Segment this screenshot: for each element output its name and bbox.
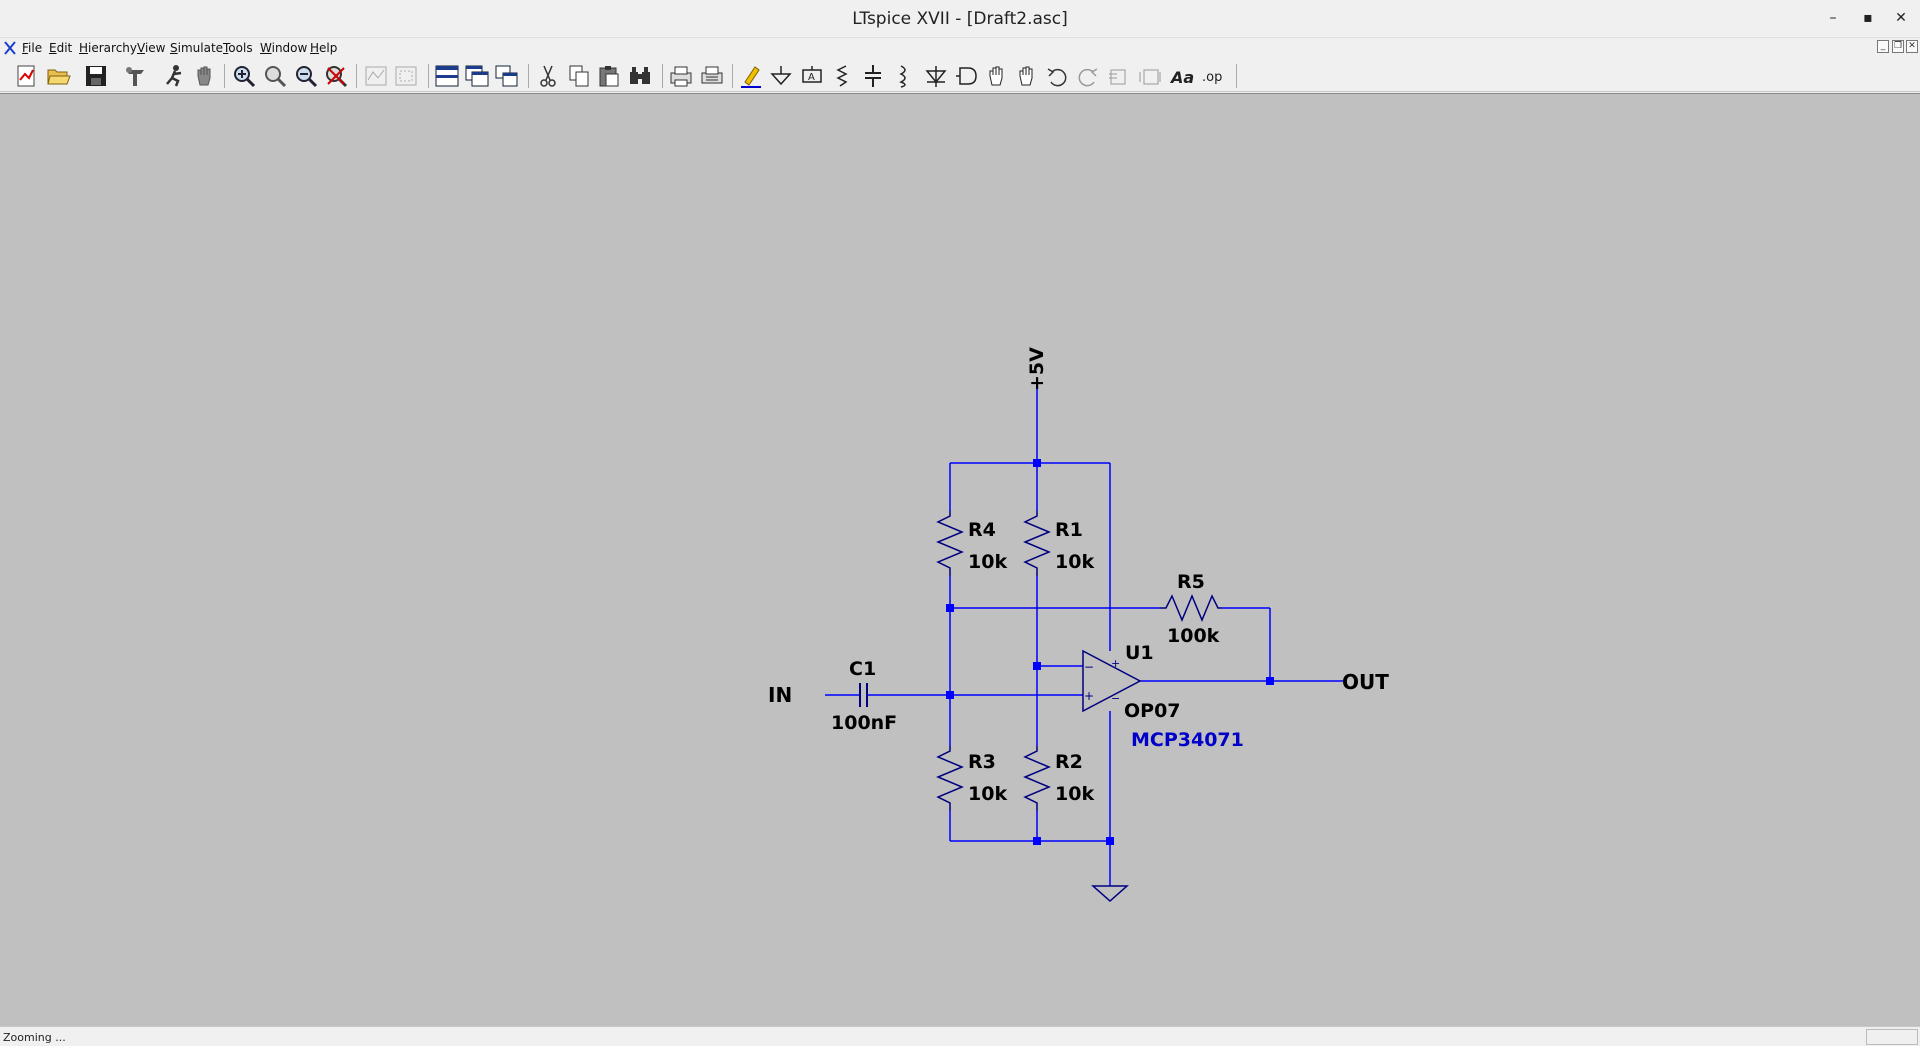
print-icon[interactable] [670, 66, 692, 87]
open-icon[interactable] [47, 69, 71, 85]
zoom-in-icon[interactable] [234, 66, 256, 88]
control-panel-icon[interactable] [126, 67, 144, 86]
menu-bar: File Edit Hierarchy View Simulate Tools … [0, 38, 1920, 58]
cascade-icon[interactable] [495, 65, 518, 87]
r2-value[interactable]: 10k [1055, 783, 1094, 805]
undo-icon[interactable] [1047, 68, 1067, 87]
toolbar: A [0, 58, 1920, 92]
wires [825, 386, 1345, 886]
move-icon[interactable] [989, 66, 1003, 86]
c1-name[interactable]: C1 [849, 658, 876, 680]
resistor-icon[interactable] [836, 65, 848, 87]
ground-icon[interactable] [770, 66, 792, 86]
menu-file[interactable]: File [22, 41, 43, 55]
supply-label[interactable]: +5V [1026, 347, 1048, 391]
menu-view[interactable]: View [137, 41, 166, 55]
r5-value[interactable]: 100k [1167, 625, 1220, 647]
autorange-icon[interactable] [365, 66, 387, 86]
rotate-icon[interactable] [1109, 69, 1126, 85]
tile-horizontal-icon[interactable] [435, 65, 459, 87]
svg-text:A: A [808, 72, 815, 83]
status-panel [1866, 1029, 1918, 1045]
opamp-u1-symbol[interactable] [1082, 649, 1142, 713]
window-title: LTspice XVII - [Draft2.asc] [852, 9, 1068, 29]
ground-symbol[interactable] [1091, 885, 1129, 903]
svg-text:.op: .op [1202, 70, 1222, 85]
menu-help[interactable]: Help [310, 41, 338, 55]
opamp-pin-minus-bottom: − [1111, 692, 1120, 705]
app-logo-icon[interactable] [3, 40, 17, 56]
run-icon[interactable] [166, 65, 182, 87]
menu-hierarchy[interactable]: Hierarchy [79, 41, 138, 55]
paste-icon[interactable] [599, 66, 619, 87]
inductor-icon[interactable] [899, 65, 906, 88]
zoom-fit-icon[interactable] [326, 66, 348, 88]
schematic-canvas[interactable]: − + + − +5V IN OUT R4 10k R1 10k R5 100k… [0, 93, 1920, 1026]
opamp-pin-plus-top: + [1111, 657, 1120, 670]
diode-icon[interactable] [925, 66, 947, 87]
resistor-r5-symbol[interactable] [1160, 594, 1222, 622]
r4-name[interactable]: R4 [968, 519, 996, 541]
r3-name[interactable]: R3 [968, 751, 996, 773]
tile-vertical-icon[interactable] [465, 65, 489, 87]
zoom-full-icon[interactable] [395, 66, 417, 86]
mdi-restore-button[interactable]: ❐ [1892, 40, 1904, 53]
text-icon[interactable]: Aa [1169, 68, 1194, 87]
mdi-minimize-button[interactable]: _ [1877, 40, 1889, 53]
new-schematic-icon[interactable] [17, 65, 35, 87]
close-button[interactable]: ✕ [1895, 10, 1907, 26]
menu-tools[interactable]: Tools [223, 41, 253, 55]
menu-window[interactable]: Window [260, 41, 308, 55]
c1-value[interactable]: 100nF [831, 712, 897, 734]
spice-directive-icon[interactable]: .op [1202, 70, 1222, 85]
cut-icon[interactable] [540, 65, 556, 87]
minimize-button[interactable]: – [1829, 10, 1837, 26]
u1-value2[interactable]: MCP34071 [1131, 729, 1244, 751]
status-bar: Zooming ... [0, 1026, 1920, 1046]
menu-simulate[interactable]: Simulate [170, 41, 224, 55]
resistor-r4-symbol[interactable] [936, 511, 964, 576]
u1-name[interactable]: U1 [1125, 642, 1154, 664]
copy-icon[interactable] [569, 65, 589, 87]
print-preview-icon[interactable] [701, 66, 723, 84]
resistor-r1-symbol[interactable] [1023, 511, 1051, 576]
r1-name[interactable]: R1 [1055, 519, 1083, 541]
zoom-out-icon[interactable] [296, 66, 318, 88]
save-icon[interactable] [86, 66, 106, 86]
in-net-label[interactable]: IN [768, 683, 792, 707]
wire-icon[interactable] [741, 66, 761, 88]
capacitor-icon[interactable] [865, 65, 881, 87]
r1-value[interactable]: 10k [1055, 551, 1094, 573]
component-icon[interactable] [956, 67, 977, 85]
redo-icon[interactable] [1078, 68, 1098, 87]
drag-icon[interactable] [1019, 66, 1033, 86]
opamp-pin-minus-left: − [1084, 660, 1094, 674]
schematic-drawing[interactable]: − + + − +5V IN OUT R4 10k R1 10k R5 100k… [0, 94, 1920, 1027]
status-text: Zooming ... [3, 1031, 66, 1044]
r5-name[interactable]: R5 [1177, 571, 1205, 593]
label-icon[interactable]: A [802, 66, 822, 83]
junction-dots [946, 459, 1274, 845]
halt-icon[interactable] [197, 66, 211, 86]
r2-name[interactable]: R2 [1055, 751, 1083, 773]
menu-edit[interactable]: Edit [49, 41, 73, 55]
zoom-area-icon[interactable] [265, 66, 287, 88]
capacitor-c1-symbol[interactable] [859, 683, 868, 707]
resistor-r3-symbol[interactable] [936, 746, 964, 811]
opamp-pin-plus-left: + [1084, 689, 1094, 703]
find-icon[interactable] [630, 67, 650, 84]
title-bar: LTspice XVII - [Draft2.asc] – ▪ ✕ [0, 0, 1920, 38]
out-net-label[interactable]: OUT [1342, 670, 1389, 694]
svg-text:Aa: Aa [1169, 68, 1194, 87]
mirror-icon[interactable] [1139, 69, 1161, 85]
mdi-close-button[interactable]: ✕ [1906, 40, 1918, 53]
maximize-button[interactable]: ▪ [1863, 10, 1873, 26]
u1-model[interactable]: OP07 [1124, 700, 1181, 722]
resistor-r2-symbol[interactable] [1023, 746, 1051, 811]
r3-value[interactable]: 10k [968, 783, 1007, 805]
r4-value[interactable]: 10k [968, 551, 1007, 573]
